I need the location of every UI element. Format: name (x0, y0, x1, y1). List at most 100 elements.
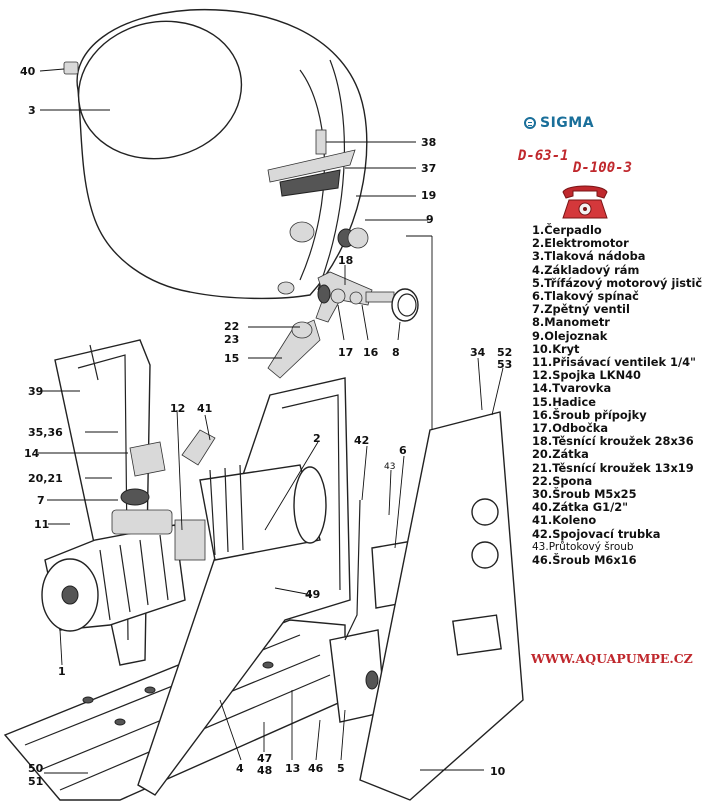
pressure-gauge (391, 288, 419, 322)
callout-35-36: 35,36 (28, 426, 63, 439)
legend-item-text: Šroub M6x16 (552, 553, 637, 568)
legend-item-text: Elektromotor (544, 236, 629, 251)
legend-item-number: 10. (532, 341, 553, 356)
hose (267, 319, 321, 379)
callout-11: 11 (34, 518, 49, 531)
legend-item: 17.Odbočka (532, 421, 702, 436)
legend-item-number: 6. (532, 289, 545, 304)
legend-item-number: 43. (532, 540, 549, 553)
legend-item: 42.Spojovací trubka (532, 526, 702, 541)
tank-plug (63, 61, 79, 75)
legend-item-number: 20. (532, 447, 553, 462)
legend-item-number: 42. (532, 526, 553, 541)
legend-item-number: 18. (532, 434, 553, 449)
legend-item: 21.Těsnící kroužek 13x19 (532, 460, 702, 475)
callout-49: 49 (305, 588, 320, 601)
legend-item-text: Třífázový motorový jistič (544, 275, 703, 290)
callout-4: 4 (236, 762, 244, 775)
legend-item-text: Zpětný ventil (544, 302, 630, 317)
legend-item: 7.Zpětný ventil (532, 303, 702, 316)
legend-item: 10.Kryt (532, 341, 702, 356)
legend-item: 1.Čerpadlo (532, 223, 702, 237)
legend-item-text: Olejoznak (544, 328, 608, 343)
legend-item-text: Tvarovka (552, 381, 612, 396)
red-telephone-icon (562, 185, 608, 219)
callout-2: 2 (313, 432, 321, 445)
sigma-logo-icon (524, 117, 536, 129)
callout-39: 39 (28, 385, 43, 398)
legend-item: 20.Zátka (532, 448, 702, 461)
callout-46: 46 (308, 762, 324, 775)
cover-panel (359, 411, 524, 801)
callout-14: 14 (24, 447, 40, 460)
website-link[interactable]: WWW.AQUAPUMPE.CZ (531, 651, 693, 666)
callout-1: 1 (58, 665, 66, 678)
legend-item-number: 2. (532, 236, 545, 251)
callout-50: 50 (28, 762, 44, 775)
legend-item-number: 11. (532, 355, 553, 370)
model-label-1: D-63-1 (518, 148, 569, 164)
legend-item-text: Těsnící kroužek 28x36 (552, 434, 694, 449)
callout-48: 48 (257, 764, 272, 777)
legend-item-number: 46. (532, 553, 553, 568)
callout-20-21: 20,21 (28, 472, 63, 485)
legend-item-text: Zátka G1/2" (552, 500, 629, 515)
callout-40: 40 (20, 65, 36, 78)
callout-51: 51 (28, 775, 43, 788)
legend-item-number: 12. (532, 368, 553, 383)
callout-23: 23 (224, 333, 239, 346)
legend-item-text: Šroub M5x25 (552, 487, 637, 502)
legend-item: 22.Spona (532, 473, 702, 488)
callout-16: 16 (363, 346, 379, 359)
legend-item: 41.Koleno (532, 514, 702, 527)
legend-item: 14.Tvarovka (532, 382, 702, 395)
legend-item-text: Hadice (552, 394, 596, 409)
callout-38: 38 (421, 136, 436, 149)
legend-item-number: 22. (532, 473, 553, 488)
legend-item: 40.Zátka G1/2" (532, 501, 702, 514)
legend-item-text: Průtokový šroub (548, 540, 634, 553)
legend-item-text: Spojovací trubka (552, 526, 661, 541)
legend-item-text: Odbočka (552, 421, 609, 436)
legend-item-text: Základový rám (544, 262, 640, 277)
callout-13: 13 (285, 762, 300, 775)
legend-item-number: 17. (532, 421, 553, 436)
legend-item: 15.Hadice (532, 394, 702, 409)
callout-17: 17 (338, 346, 353, 359)
coupling-and-valve (111, 429, 216, 535)
legend-item-text: Spona (552, 473, 593, 488)
legend-item-text: Tlakový spínač (544, 289, 639, 304)
legend-item-text: Kryt (552, 341, 580, 356)
legend-item-number: 5. (532, 275, 545, 290)
callout-3: 3 (28, 104, 36, 117)
pump-body (41, 524, 186, 632)
legend-item-number: 14. (532, 381, 553, 396)
legend-item: 16.Šroub přípojky (532, 407, 702, 422)
legend-item-number: 40. (532, 500, 553, 515)
callout-9: 9 (426, 213, 434, 226)
legend-item: 12.Spojka LKN40 (532, 369, 702, 382)
legend-item: 30.Šroub M5x25 (532, 487, 702, 502)
legend-item-number: 9. (532, 328, 545, 343)
legend-item-text: Šroub přípojky (552, 407, 647, 422)
callout-7: 7 (37, 494, 45, 507)
tank-outlet-fitting (277, 221, 315, 295)
oil-indicator (337, 227, 369, 249)
legend-item-number: 41. (532, 513, 553, 528)
model-label-2: D-100-3 (573, 160, 633, 176)
callout-18: 18 (338, 254, 353, 267)
legend-item-text: Tlaková nádoba (544, 249, 646, 264)
legend-item-text: Těsnící kroužek 13x19 (552, 460, 694, 475)
tank-bracket (267, 129, 356, 197)
callout-52: 52 (497, 346, 512, 359)
connecting-pipe (344, 499, 361, 641)
callout-8: 8 (392, 346, 400, 359)
legend-item-number: 1. (532, 223, 545, 237)
legend-item-text: Koleno (552, 513, 597, 528)
sigma-brand: SIGMA (524, 115, 594, 131)
legend-item-number: 30. (532, 487, 553, 502)
callout-37: 37 (421, 162, 436, 175)
legend-item-number: 4. (532, 262, 545, 277)
legend-item: 18.Těsnící kroužek 28x36 (532, 435, 702, 448)
